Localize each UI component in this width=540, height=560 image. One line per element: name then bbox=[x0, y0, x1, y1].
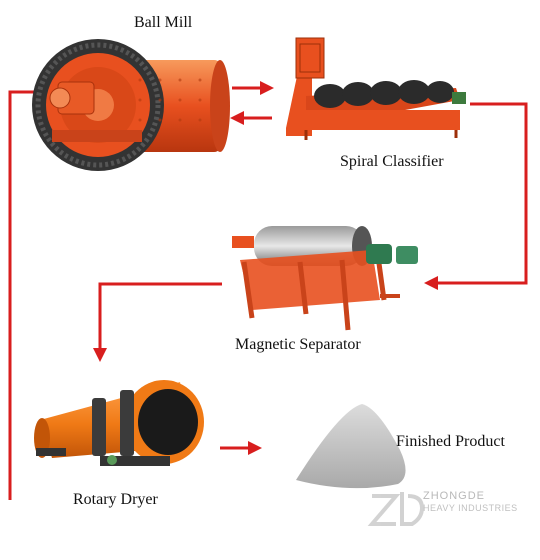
line-classifier-to-separator bbox=[436, 102, 528, 285]
arrow-into-separator bbox=[424, 276, 438, 290]
zhongde-logo-icon bbox=[367, 492, 425, 526]
ball-mill-machine bbox=[32, 39, 230, 171]
spiral-classifier-machine bbox=[286, 37, 466, 140]
arrow-dryer-to-product bbox=[220, 441, 262, 455]
rotary-dryer-machine bbox=[34, 380, 204, 466]
finished-product-pile bbox=[296, 404, 406, 489]
magnetic-separator-machine bbox=[232, 226, 418, 331]
line-separator-to-dryer bbox=[98, 282, 222, 350]
watermark-brand: ZHONGDE bbox=[423, 490, 485, 502]
arrow-classifier-to-mill bbox=[230, 111, 272, 125]
finished-product-label: Finished Product bbox=[396, 433, 505, 450]
magnetic-separator-label: Magnetic Separator bbox=[235, 336, 361, 353]
watermark: ZHONGDE HEAVY INDUSTRIES bbox=[365, 490, 540, 550]
arrow-mill-to-classifier bbox=[232, 81, 274, 95]
watermark-subtitle: HEAVY INDUSTRIES bbox=[423, 503, 518, 513]
rotary-dryer-label: Rotary Dryer bbox=[73, 491, 158, 508]
ball-mill-label: Ball Mill bbox=[134, 14, 193, 31]
spiral-classifier-label: Spiral Classifier bbox=[340, 153, 444, 170]
arrow-into-dryer bbox=[93, 348, 107, 362]
